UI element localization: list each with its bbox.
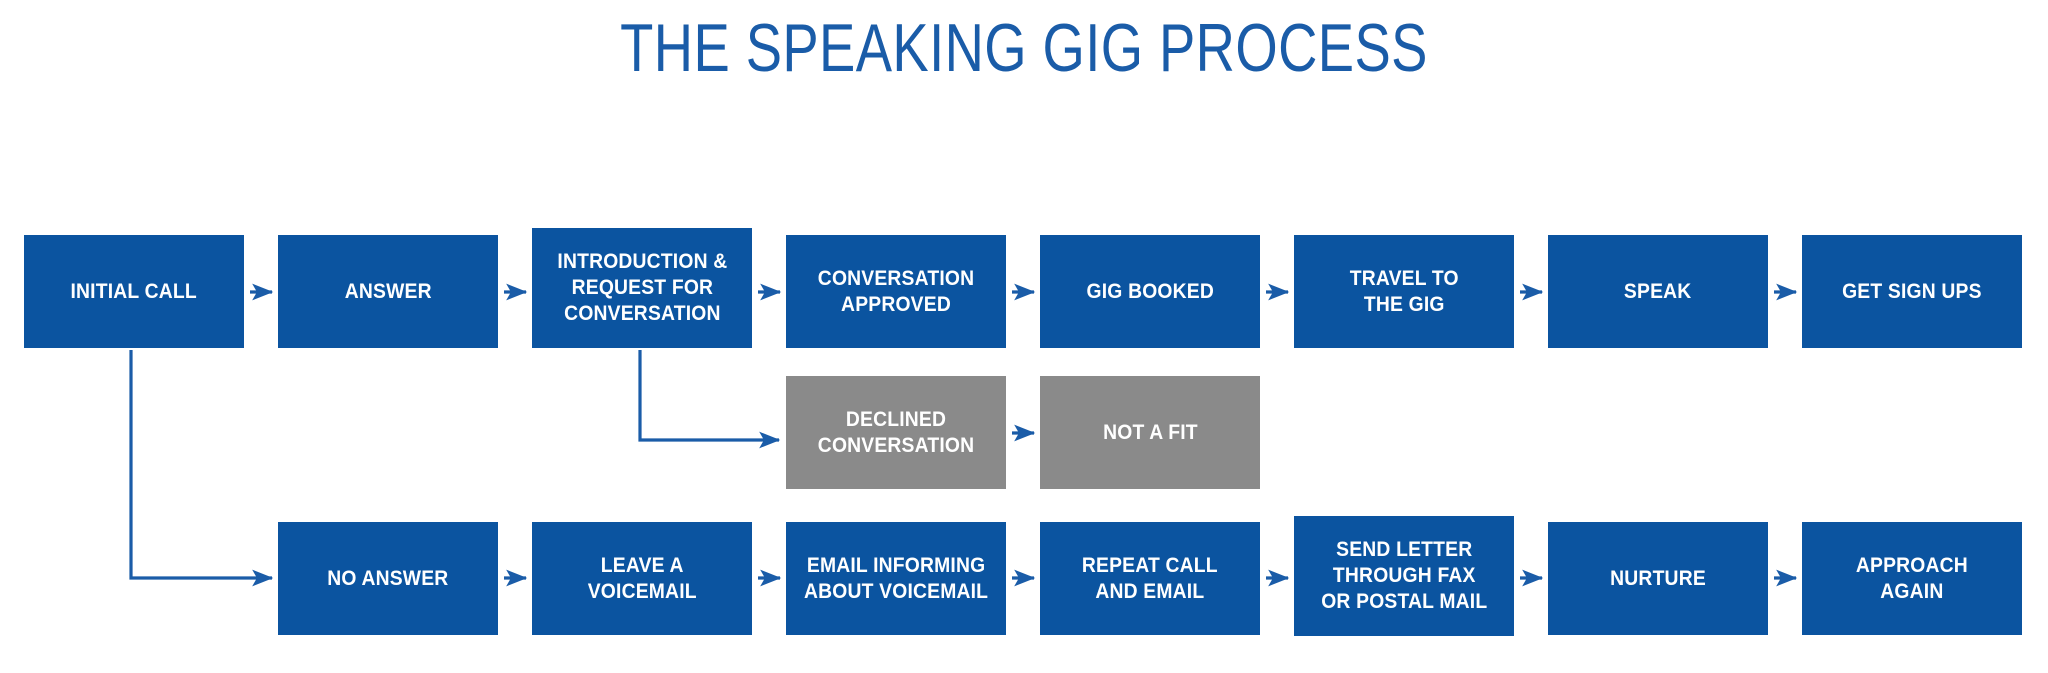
node-approach-again[interactable]: APPROACH AGAIN — [1802, 522, 2022, 635]
node-approach-again-label: APPROACH AGAIN — [1855, 553, 1969, 603]
node-leave-a-voicemail-label: LEAVE A VOICEMAIL — [587, 553, 697, 603]
page-title: THE SPEAKING GIG PROCESS — [620, 10, 1428, 86]
node-not-a-fit[interactable]: NOT A FIT — [1040, 376, 1260, 489]
node-answer[interactable]: ANSWER — [278, 235, 498, 348]
node-conversation-approved[interactable]: CONVERSATION APPROVED — [786, 235, 1006, 348]
node-declined-conversation[interactable]: DECLINED CONVERSATION — [786, 376, 1006, 489]
elbow-initialcall-to-noanswer — [129, 350, 274, 587]
node-email-informing-about-voicemail[interactable]: EMAIL INFORMING ABOUT VOICEMAIL — [786, 522, 1006, 635]
node-leave-a-voicemail[interactable]: LEAVE A VOICEMAIL — [532, 522, 752, 635]
node-get-sign-ups[interactable]: GET SIGN UPS — [1802, 235, 2022, 348]
node-repeat-call-and-email[interactable]: REPEAT CALL AND EMAIL — [1040, 522, 1260, 635]
node-initial-call[interactable]: INITIAL CALL — [24, 235, 244, 348]
node-introduction-request-conversation-label: INTRODUCTION & REQUEST FOR CONVERSATION — [556, 250, 727, 325]
node-send-letter-through-fax-or-postal-mail-label: SEND LETTER THROUGH FAX OR POSTAL MAIL — [1320, 538, 1488, 613]
node-conversation-approved-label: CONVERSATION APPROVED — [817, 266, 975, 316]
node-speak[interactable]: SPEAK — [1548, 235, 1768, 348]
node-answer-label: ANSWER — [344, 279, 432, 303]
node-email-informing-about-voicemail-label: EMAIL INFORMING ABOUT VOICEMAIL — [803, 553, 989, 603]
node-nurture[interactable]: NURTURE — [1548, 522, 1768, 635]
node-send-letter-through-fax-or-postal-mail[interactable]: SEND LETTER THROUGH FAX OR POSTAL MAIL — [1294, 516, 1514, 636]
node-not-a-fit-label: NOT A FIT — [1102, 420, 1198, 444]
node-nurture-label: NURTURE — [1610, 566, 1706, 590]
elbow-introduction-to-declined — [638, 350, 781, 449]
node-travel-to-the-gig-label: TRAVEL TO THE GIG — [1349, 266, 1459, 316]
node-repeat-call-and-email-label: REPEAT CALL AND EMAIL — [1082, 553, 1218, 603]
node-get-sign-ups-label: GET SIGN UPS — [1842, 279, 1982, 303]
node-speak-label: SPEAK — [1624, 279, 1692, 303]
node-gig-booked-label: GIG BOOKED — [1086, 279, 1214, 303]
node-gig-booked[interactable]: GIG BOOKED — [1040, 235, 1260, 348]
node-no-answer-label: NO ANSWER — [327, 566, 449, 590]
node-declined-conversation-label: DECLINED CONVERSATION — [817, 407, 975, 457]
node-introduction-request-conversation[interactable]: INTRODUCTION & REQUEST FOR CONVERSATION — [532, 228, 752, 348]
node-travel-to-the-gig[interactable]: TRAVEL TO THE GIG — [1294, 235, 1514, 348]
node-no-answer[interactable]: NO ANSWER — [278, 522, 498, 635]
node-initial-call-label: INITIAL CALL — [70, 279, 198, 303]
